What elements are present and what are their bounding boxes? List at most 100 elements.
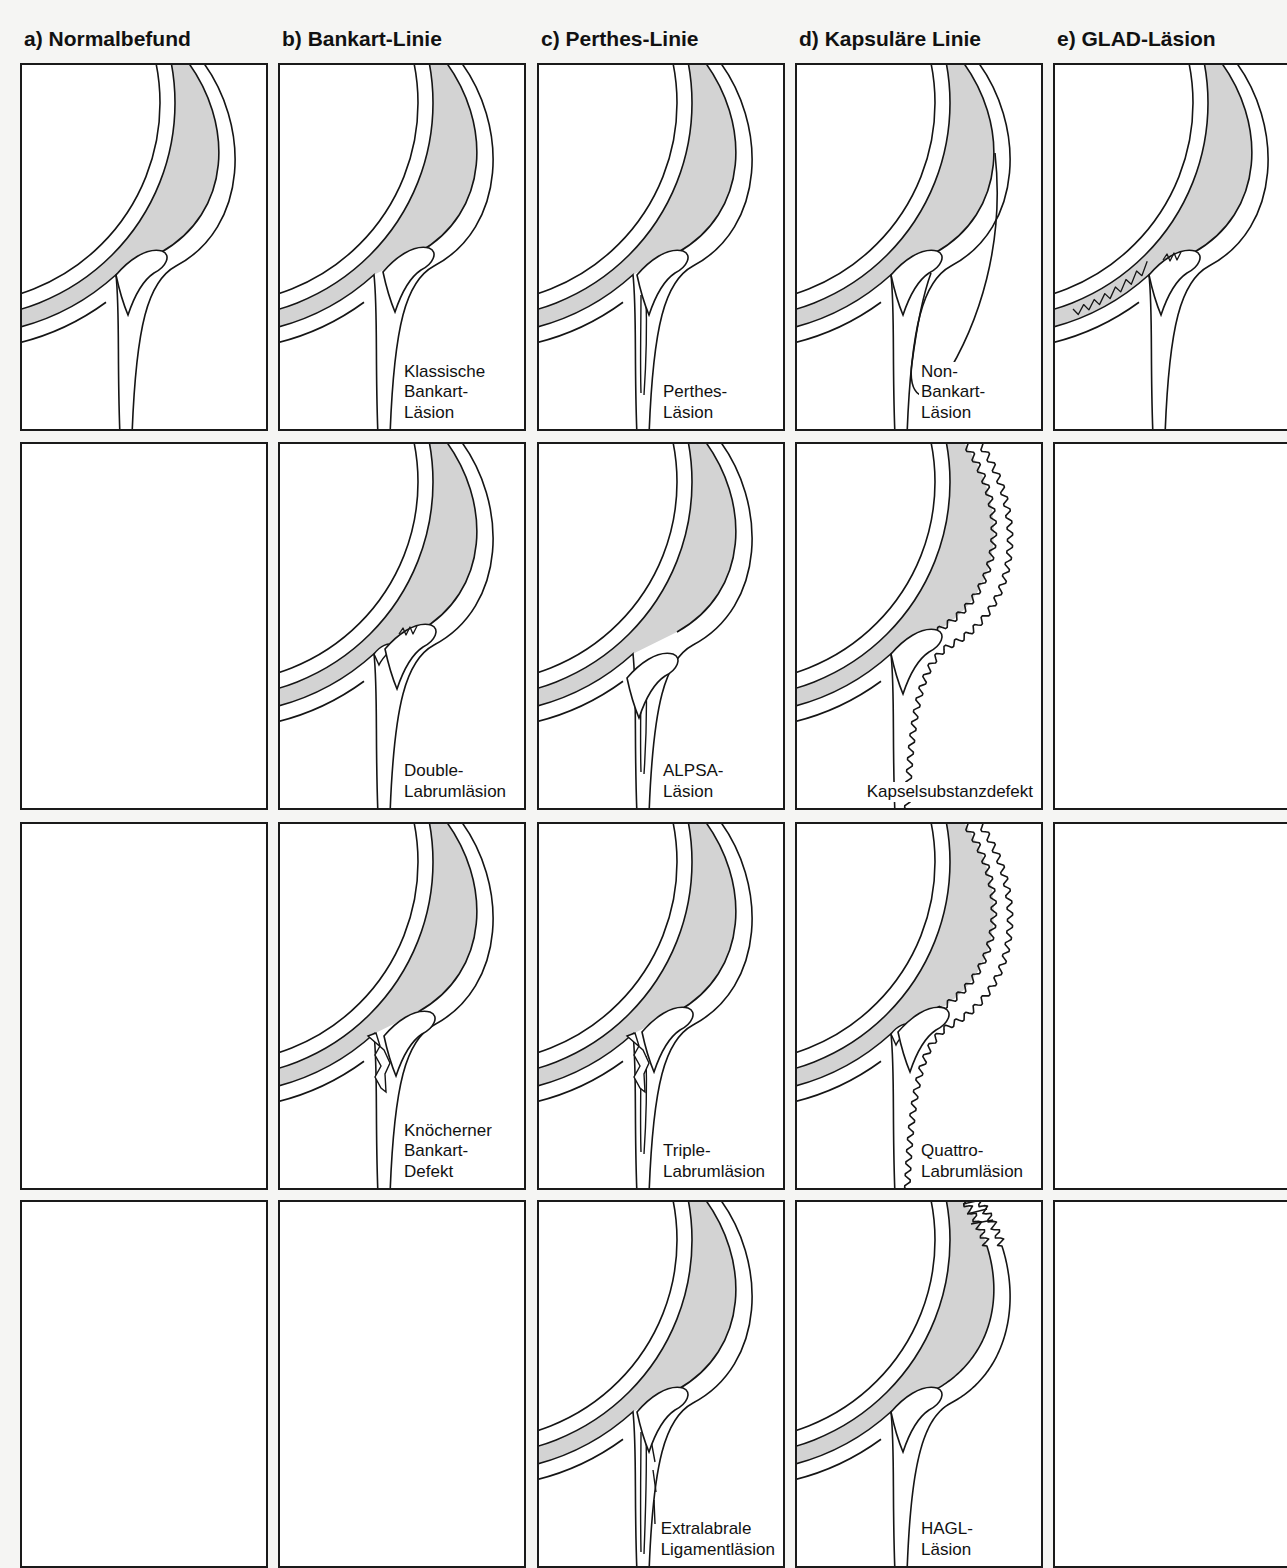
shoulder-drawing — [537, 822, 752, 1190]
panel-frame — [21, 1201, 267, 1567]
lesion-panel: HAGL-Läsion — [795, 1200, 1043, 1568]
capsule-line — [905, 822, 1013, 1190]
humeral-head — [537, 63, 692, 318]
glenoid-subchondral-line — [537, 681, 623, 723]
humeral-head — [1053, 63, 1208, 318]
capsule-line — [1193, 63, 1252, 253]
capsule-line — [936, 1200, 994, 1390]
lesion-panel: Double-Labrumläsion — [278, 442, 526, 810]
capsule-line — [390, 822, 493, 1190]
capsule-line — [649, 63, 752, 431]
column-heading: d) Kapsuläre Linie — [799, 27, 981, 51]
panel-art — [778, 0, 1287, 436]
capsule-line — [132, 63, 235, 431]
glenoid-subchondral-line — [537, 1061, 623, 1103]
panel-art — [520, 647, 1042, 1195]
capsule-line — [677, 442, 736, 632]
shoulder-drawing — [20, 63, 235, 431]
periosteal-sleeve — [644, 297, 646, 395]
capsule-pouch — [911, 153, 997, 396]
panel-frame — [1054, 443, 1287, 809]
labrum-fraying — [399, 626, 417, 635]
shoulder-drawing — [795, 442, 1013, 810]
glenoid — [795, 1412, 895, 1568]
capsule-line — [677, 63, 736, 253]
shoulder-drawing — [795, 1200, 1010, 1568]
shoulder-drawing — [795, 63, 1010, 431]
labrum — [898, 1007, 949, 1072]
glenoid — [537, 1412, 637, 1568]
panel-art — [1054, 823, 1287, 1189]
glenoid-subchondral-line — [795, 1439, 881, 1481]
panel-art — [21, 443, 267, 809]
lesion-label: Extralabrale Ligamentläsion — [659, 1519, 777, 1560]
panel-art — [520, 267, 1042, 815]
labrum — [116, 250, 167, 315]
lesion-panel: b) Bankart-LinieKlassische Bankart-Läsio… — [278, 63, 526, 431]
glenoid-subchondral-line — [20, 302, 106, 344]
panel-frame — [1054, 823, 1287, 1189]
capsule-line — [390, 442, 493, 810]
capsule-line — [418, 442, 477, 632]
lesion-label: Knöcherner Bankart-Defekt — [402, 1121, 494, 1182]
capsule-line — [937, 822, 997, 1014]
lesion-panel: Triple-Labrumläsion — [537, 822, 785, 1190]
lesion-label: Perthes-Läsion — [661, 382, 729, 423]
periosteal-sleeve — [640, 295, 642, 393]
capsule-line — [1165, 63, 1268, 431]
labrum — [627, 653, 678, 718]
glenoid-subchondral-line — [795, 681, 881, 723]
capsule-line — [160, 63, 219, 253]
glenoid — [278, 275, 378, 431]
periosteal-sleeve — [644, 1434, 646, 1554]
panel-art — [0, 0, 267, 436]
glenoid — [795, 275, 895, 431]
glenoid — [278, 1034, 378, 1190]
lesion-panel: a) Normalbefund — [20, 63, 268, 431]
panel-art — [21, 823, 267, 1189]
capsule-line — [677, 1200, 736, 1390]
lesion-label: Klassische Bankart-Läsion — [402, 362, 487, 423]
panel-art — [1054, 443, 1287, 809]
panel-art — [262, 0, 784, 436]
periosteal-sleeve — [640, 1432, 642, 1552]
glenoid-subchondral-line — [795, 1061, 881, 1103]
column-heading: b) Bankart-Linie — [282, 27, 442, 51]
lesion-panel: d) Kapsuläre LinieNon-Bankart-Läsion — [795, 63, 1043, 431]
humeral-head — [20, 63, 175, 318]
humeral-head — [537, 1200, 692, 1455]
shoulder-drawing — [537, 63, 752, 431]
column-heading: e) GLAD-Läsion — [1057, 27, 1216, 51]
humeral-head — [795, 442, 950, 697]
labrum — [383, 247, 434, 312]
capsule-line — [935, 63, 994, 253]
humeral-head — [795, 822, 950, 1077]
lesion-label: Quattro-Labrumläsion — [919, 1141, 1025, 1182]
glenoid — [278, 654, 378, 810]
panel-art — [262, 1025, 784, 1568]
shoulder-drawing — [795, 822, 1013, 1190]
capsule-line — [418, 822, 477, 1012]
capsule-line — [677, 822, 736, 1012]
panel-art — [3, 0, 525, 436]
glenoid — [537, 1034, 637, 1190]
column-heading: c) Perthes-Linie — [541, 27, 699, 51]
lesion-label: ALPSA-Läsion — [661, 761, 725, 802]
glenoid-subchondral-line — [278, 302, 364, 344]
panel-art — [3, 647, 525, 1195]
glenoid-subchondral-line — [537, 302, 623, 344]
lesion-label: Double-Labrumläsion — [402, 761, 508, 802]
glenoid-subchondral-line — [795, 302, 881, 344]
labrum — [385, 624, 436, 689]
panel-art — [520, 0, 1042, 436]
shoulder-drawing — [278, 442, 493, 810]
labrum-fraying — [1163, 252, 1181, 261]
glenoid — [20, 275, 120, 431]
panel-art — [3, 267, 525, 815]
humeral-head — [795, 63, 950, 318]
capsule-line — [649, 442, 752, 810]
shoulder-drawing — [278, 822, 493, 1190]
lesion-label: HAGL-Läsion — [919, 1519, 975, 1560]
capsule-line — [649, 822, 752, 1190]
